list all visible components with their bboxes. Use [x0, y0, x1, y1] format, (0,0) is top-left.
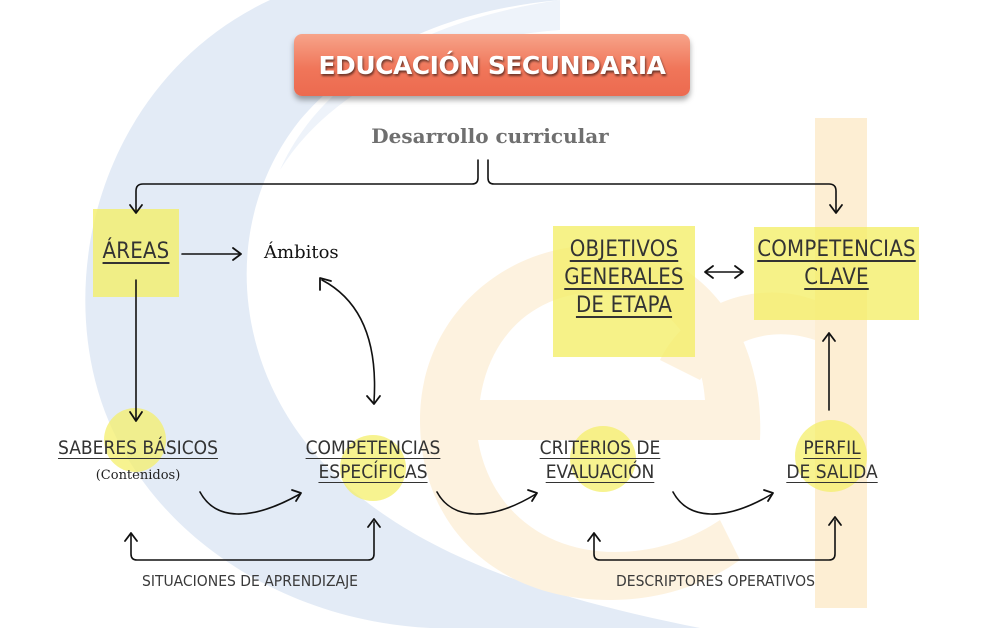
- page-title: EDUCACIÓN SECUNDARIA: [318, 50, 666, 80]
- arrowhead-competencias-left: [734, 265, 744, 279]
- node-competencias-clave-line2: CLAVE: [804, 265, 869, 291]
- node-objetivos-line1: OBJETIVOS: [569, 237, 679, 262]
- highlight-perfil: [795, 420, 867, 492]
- arrowhead-saberes: [129, 411, 143, 422]
- node-competencias-clave: COMPETENCIAS CLAVE: [749, 236, 924, 292]
- node-contenidos: (Contenidos): [95, 468, 181, 483]
- highlight-competencias-especificas: [340, 435, 406, 501]
- node-criterios-line1: CRITERIOS DE: [539, 437, 661, 459]
- arrowhead-descriptores-left: [587, 532, 601, 542]
- arrowhead-areas: [129, 204, 143, 214]
- title-banner: EDUCACIÓN SECUNDARIA: [294, 34, 690, 96]
- arrowhead-especificas-down: [366, 395, 381, 405]
- arrow-to-competencias-clave: [487, 159, 837, 213]
- subtitle: Desarrollo curricular: [371, 124, 609, 148]
- arrowhead-saberes-especificas: [291, 489, 302, 502]
- arrowhead-objetivos: [704, 265, 714, 279]
- highlight-competencias-clave: [754, 227, 919, 320]
- highlight-criterios: [570, 426, 636, 492]
- node-especificas-line1: COMPETENCIAS: [305, 437, 441, 459]
- arrowhead-especificas-criterios: [527, 489, 538, 502]
- node-objetivos: OBJETIVOS GENERALES DE ETAPA: [553, 236, 695, 320]
- node-objetivos-line3: DE ETAPA: [575, 293, 673, 319]
- arrowhead-situaciones-left: [124, 532, 138, 542]
- bracket-situaciones: [130, 521, 375, 561]
- arrowhead-competencias-clave: [829, 204, 843, 214]
- arrow-saberes-especificas: [199, 491, 301, 515]
- label-situaciones: SITUACIONES DE APRENDIZAJE: [141, 572, 358, 590]
- bracket-descriptores: [593, 519, 836, 561]
- node-saberes: SABERES BÁSICOS: [50, 436, 226, 460]
- arrow-to-areas: [135, 159, 479, 213]
- arrowhead-descriptores-right: [828, 516, 842, 526]
- node-criterios-line2: EVALUACIÓN: [545, 461, 655, 484]
- node-areas-label: ÁREAS: [102, 239, 170, 264]
- node-perfil-line2: DE SALIDA: [786, 461, 878, 484]
- arrowhead-criterios-perfil: [763, 489, 774, 502]
- highlight-objetivos: [553, 226, 695, 357]
- node-objetivos-line2: GENERALES: [564, 265, 684, 291]
- arrowhead-ambitos: [232, 247, 242, 261]
- arrow-especificas-criterios: [436, 491, 537, 515]
- arrow-especificas-ambitos: [321, 279, 376, 403]
- arrowhead-competencias-up: [822, 332, 836, 342]
- node-ambitos: Ámbitos: [264, 242, 339, 263]
- node-criterios: CRITERIOS DE EVALUACIÓN: [530, 436, 670, 485]
- node-competencias-clave-line1: COMPETENCIAS: [757, 237, 916, 262]
- arrow-criterios-perfil: [672, 491, 773, 515]
- node-areas: ÁREAS: [93, 238, 179, 266]
- node-saberes-label: SABERES BÁSICOS: [58, 437, 218, 459]
- node-competencias-especificas: COMPETENCIAS ESPECÍFICAS: [296, 436, 450, 485]
- node-perfil-line1: PERFIL: [803, 437, 861, 459]
- label-descriptores: DESCRIPTORES OPERATIVOS: [616, 572, 815, 590]
- arrowhead-ambitos-up: [319, 277, 332, 291]
- node-perfil: PERFIL DE SALIDA: [772, 436, 892, 485]
- node-especificas-line2: ESPECÍFICAS: [318, 461, 428, 484]
- arrowhead-situaciones-right: [367, 518, 381, 528]
